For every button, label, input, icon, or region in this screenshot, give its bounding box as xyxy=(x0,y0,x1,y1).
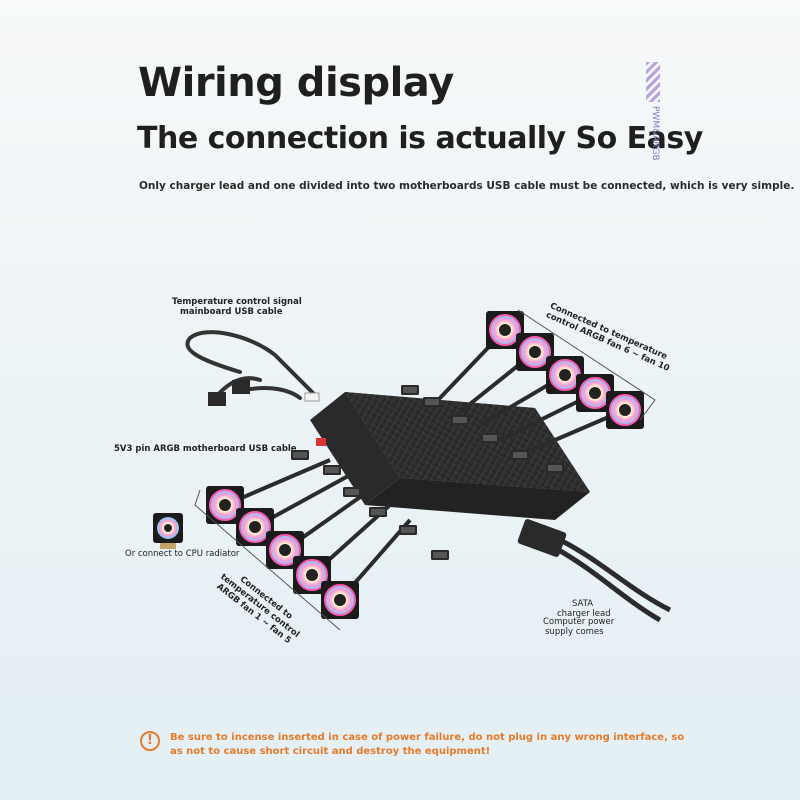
white-connector xyxy=(304,392,320,402)
sata-label-line2: charger lead xyxy=(557,608,611,619)
right-bracket xyxy=(517,309,656,421)
power-label-line2: supply comes xyxy=(545,626,604,637)
left-fans xyxy=(205,450,449,620)
temp-cable-label-line2: mainboard USB cable xyxy=(180,306,283,317)
page-subtitle: The connection is actually So Easy xyxy=(137,121,703,156)
page-title: Wiring display xyxy=(138,60,454,106)
hub-top xyxy=(345,392,590,492)
hub-led xyxy=(316,438,326,446)
power-label-line1: Computer power xyxy=(543,617,615,627)
argb-connector xyxy=(232,380,250,394)
hub-front xyxy=(310,392,400,505)
exclamation-icon: ! xyxy=(140,731,160,751)
sata-label: SATA charger lead xyxy=(545,599,611,620)
power-label: Computer power supply comes xyxy=(543,617,615,638)
sata-label-line1: SATA xyxy=(572,599,594,609)
hub-bottom xyxy=(365,478,590,520)
tag-stripes-decoration xyxy=(646,62,660,102)
usb-connector xyxy=(208,392,226,406)
right-fans xyxy=(401,310,645,473)
argb-cable-label: 5V3 pin ARGB motherboard USB cable xyxy=(114,444,297,454)
warning-text: Be sure to incense inserted in case of p… xyxy=(170,732,685,757)
tag-label: PWM&ARGB xyxy=(650,106,660,161)
cpu-radiator-label: Or connect to CPU radiator xyxy=(125,549,240,559)
cpu-radiator-fan xyxy=(153,513,183,549)
temp-cable-label-line1: Temperature control signal xyxy=(172,297,302,307)
sata-cable xyxy=(517,519,672,623)
usb-cable-group xyxy=(185,330,317,400)
temp-cable-label: Temperature control signal mainboard USB… xyxy=(172,297,302,318)
page-description: Only charger lead and one divided into t… xyxy=(139,180,795,192)
left-bracket xyxy=(194,489,341,631)
